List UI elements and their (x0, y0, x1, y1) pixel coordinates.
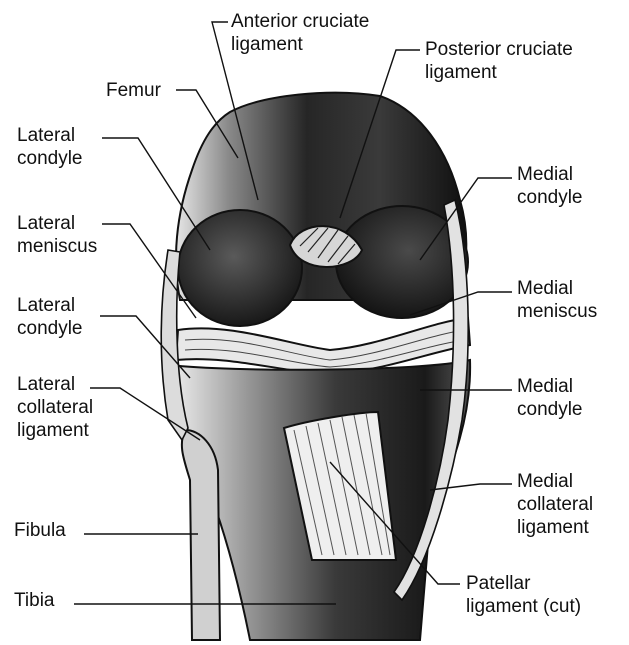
label-anterior-cruciate-ligament: Anterior cruciate ligament (231, 10, 369, 56)
label-tibia: Tibia (14, 589, 54, 612)
label-medial-condyle-upper: Medial condyle (517, 163, 583, 209)
label-patellar-ligament: Patellar ligament (cut) (466, 572, 581, 618)
label-medial-condyle-lower: Medial condyle (517, 375, 583, 421)
label-lateral-collateral-ligament: Lateral collateral ligament (17, 373, 93, 442)
fibula-shape (182, 430, 220, 640)
label-medial-collateral-ligament: Medial collateral ligament (517, 470, 593, 539)
label-medial-meniscus: Medial meniscus (517, 277, 597, 323)
label-lateral-condyle-upper: Lateral condyle (17, 124, 83, 170)
label-fibula: Fibula (14, 519, 66, 542)
lateral-femoral-condyle (178, 210, 302, 326)
label-lateral-meniscus: Lateral meniscus (17, 212, 97, 258)
label-lateral-condyle-lower: Lateral condyle (17, 294, 83, 340)
label-femur: Femur (106, 79, 161, 102)
label-posterior-cruciate-ligament: Posterior cruciate ligament (425, 38, 573, 84)
